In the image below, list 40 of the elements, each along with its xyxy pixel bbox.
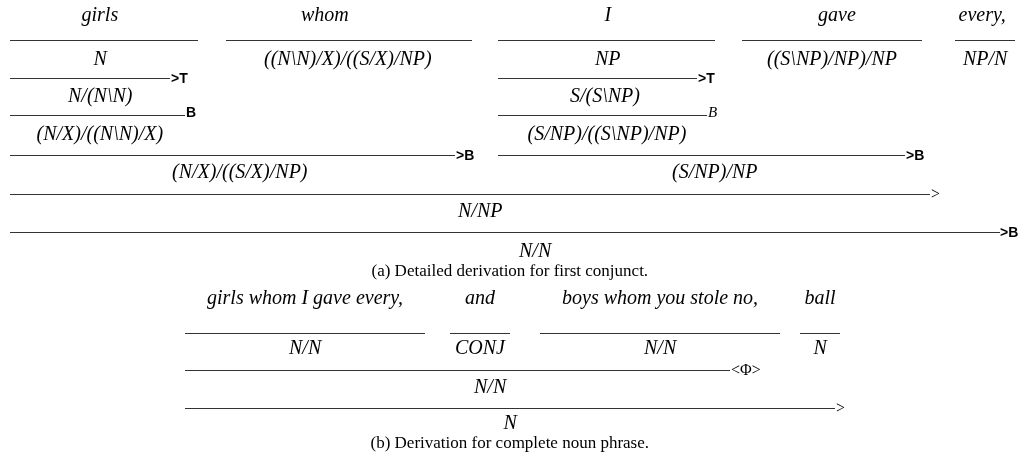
- word-label: whom: [301, 3, 349, 25]
- category-label: CONJ: [455, 336, 505, 358]
- category-label: N/N: [474, 375, 507, 397]
- category-label: ((S\NP)/NP)/NP: [767, 47, 897, 69]
- rule-label: >B: [456, 147, 475, 163]
- category-label: N/N: [644, 336, 677, 358]
- rule-label: >T: [171, 70, 188, 86]
- category-label: (S/NP)/NP: [672, 160, 758, 182]
- category-label: N/NP: [458, 199, 503, 221]
- category-label: NP/N: [963, 47, 1008, 69]
- category-label: ((N\N)/X)/((S/X)/NP): [264, 47, 432, 69]
- rule-label: >B: [1000, 224, 1019, 240]
- word-label: girls: [81, 3, 119, 25]
- category-label: NP: [595, 47, 621, 69]
- category-label: N/(N\N): [68, 84, 133, 106]
- rule-label: >: [931, 186, 941, 202]
- rule-label: >: [836, 400, 846, 416]
- word-label: and: [465, 286, 495, 308]
- category-label: (N/X)/((N\N)/X): [36, 122, 164, 144]
- word-label: I: [604, 3, 612, 25]
- category-label: N: [503, 411, 517, 433]
- category-label: N: [813, 336, 827, 358]
- category-label: (S/NP)/((S\NP)/NP): [527, 122, 687, 144]
- caption: (a) Detailed derivation for first conjunct.: [371, 261, 649, 281]
- word-label: ball: [804, 286, 836, 308]
- category-label: N/N: [519, 239, 552, 261]
- rule-label: <Φ>: [731, 362, 761, 378]
- word-label: girls whom I gave every,: [207, 286, 404, 308]
- category-label: N/N: [289, 336, 322, 358]
- word-label: every,: [958, 3, 1006, 25]
- rule-label: B: [708, 104, 718, 120]
- category-label: N: [93, 47, 107, 69]
- rule-label: B: [186, 104, 197, 120]
- word-label: boys whom you stole no,: [562, 286, 759, 308]
- caption: (b) Derivation for complete noun phrase.: [370, 433, 650, 453]
- rule-label: >B: [906, 147, 925, 163]
- rule-label: >T: [698, 70, 715, 86]
- category-label: S/(S\NP): [570, 84, 640, 106]
- word-label: gave: [818, 3, 856, 25]
- category-label: (N/X)/((S/X)/NP): [172, 160, 308, 182]
